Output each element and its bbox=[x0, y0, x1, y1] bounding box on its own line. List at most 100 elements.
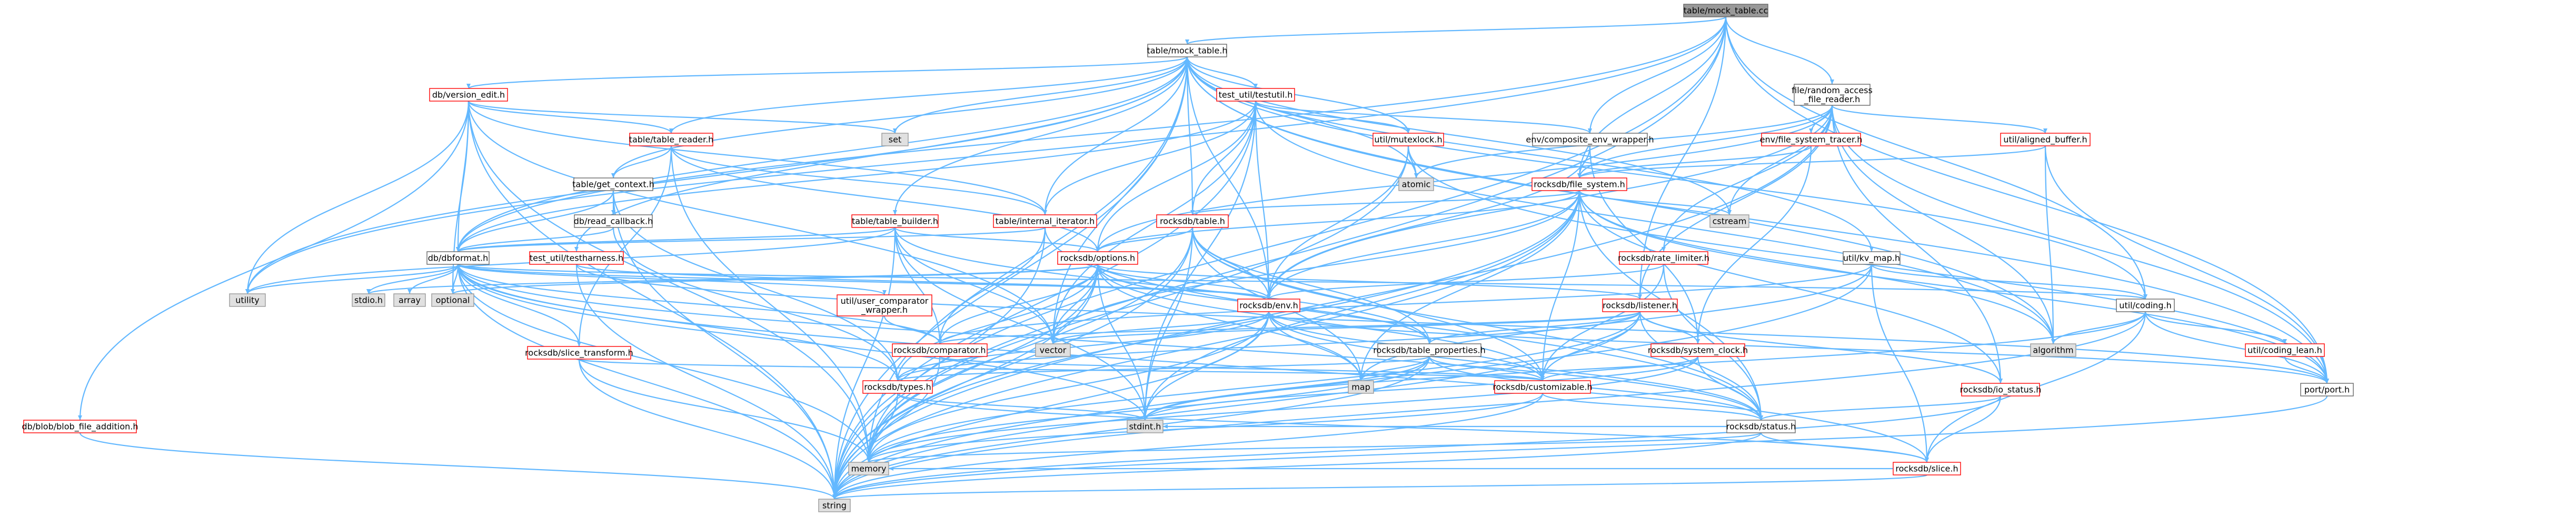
node-dbformat[interactable]: db/dbformat.h bbox=[426, 251, 490, 265]
node-label: port/port.h bbox=[2304, 385, 2350, 395]
node-box bbox=[1843, 251, 1901, 265]
node-read-callback[interactable]: db/read_callback.h bbox=[574, 214, 653, 228]
edge-listener-to-system_clock bbox=[1639, 311, 1700, 344]
node-stdio: stdio.h bbox=[352, 293, 385, 307]
node-status[interactable]: rocksdb/status.h bbox=[1726, 420, 1796, 433]
node-box bbox=[574, 214, 653, 228]
node-box bbox=[1726, 420, 1796, 433]
node-testharness[interactable]: test_util/testharness.h bbox=[529, 251, 624, 265]
node-version-edit[interactable]: db/version_edit.h bbox=[429, 88, 508, 102]
edge-rocksdb_options-to-string bbox=[832, 264, 1099, 500]
node-label: test_util/testutil.h bbox=[1219, 90, 1293, 101]
node-internal-iterator[interactable]: table/internal_iterator.h bbox=[993, 214, 1097, 228]
edge-fs_tracer-to-system_clock bbox=[1696, 145, 1812, 344]
node-system-clock[interactable]: rocksdb/system_clock.h bbox=[1648, 343, 1748, 357]
edge-customizable-to-status bbox=[1541, 393, 1763, 421]
edge-coding-to-port_h bbox=[2144, 311, 2329, 384]
node-blob-file-addition[interactable]: db/blob/blob_file_addition.h bbox=[22, 420, 138, 433]
edge-mock_table_h-to-dbformat bbox=[456, 56, 1188, 252]
node-coding[interactable]: util/coding.h bbox=[2116, 299, 2175, 312]
node-aligned-buffer[interactable]: util/aligned_buffer.h bbox=[2000, 133, 2091, 146]
node-box bbox=[1531, 177, 1627, 191]
edge-get_context-to-string bbox=[612, 190, 837, 500]
edge-read_callback-to-dbformat bbox=[456, 227, 614, 252]
node-box bbox=[1057, 251, 1138, 265]
node-label: table/get_context.h bbox=[572, 180, 654, 190]
edge-table_reader-to-rocksdb_options bbox=[670, 145, 1100, 252]
edge-version_edit-to-internal_iterator bbox=[468, 101, 1047, 215]
edge-mutexlock-to-memory bbox=[867, 145, 1409, 463]
node-box bbox=[2300, 383, 2354, 396]
node-label: _file_reader.h bbox=[1804, 94, 1861, 105]
edge-testutil-to-string bbox=[832, 101, 1257, 500]
edge-mock_table_h-to-internal_iterator bbox=[1043, 56, 1188, 215]
node-port-h[interactable]: port/port.h bbox=[2300, 383, 2354, 396]
node-testutil[interactable]: test_util/testutil.h bbox=[1216, 88, 1295, 102]
node-mock-table-h[interactable]: table/mock_table.h bbox=[1147, 44, 1228, 57]
node-rocksdb-comparator[interactable]: rocksdb/comparator.h bbox=[892, 343, 988, 357]
edge-rocksdb_env-to-map bbox=[1268, 311, 1363, 381]
node-rocksdb-slice[interactable]: rocksdb/slice.h bbox=[1893, 462, 1961, 475]
edge-file_system-to-rocksdb_table bbox=[1190, 190, 1580, 216]
node-box bbox=[1398, 177, 1434, 191]
edge-table_builder-to-rocksdb_comparator bbox=[894, 227, 942, 344]
node-env-wrapper[interactable]: env/composite_env_wrapper.h bbox=[1526, 133, 1654, 146]
edge-random_access-to-rate_limiter bbox=[1662, 105, 1833, 252]
node-label: util/mutexlock.h bbox=[1374, 135, 1442, 145]
node-label: rocksdb/system_clock.h bbox=[1648, 345, 1748, 356]
node-rate-limiter[interactable]: rocksdb/rate_limiter.h bbox=[1618, 251, 1709, 265]
edge-user_comparator-to-rocksdb_comparator bbox=[883, 315, 942, 344]
edge-rate_limiter-to-status bbox=[1663, 264, 1763, 421]
node-root[interactable]: table/mock_table.cc bbox=[1683, 4, 1768, 17]
edge-dbformat-to-slice_transform bbox=[457, 264, 581, 347]
node-box bbox=[851, 214, 939, 228]
edge-rocksdb_table-to-rocksdb_options bbox=[1096, 227, 1193, 252]
node-customizable[interactable]: rocksdb/customizable.h bbox=[1493, 380, 1593, 394]
node-box bbox=[1709, 214, 1749, 228]
edge-mutexlock-to-rocksdb_env bbox=[1267, 145, 1409, 300]
edge-slice_transform-to-string bbox=[578, 359, 837, 500]
node-fs-tracer[interactable]: env/file_system_tracer.h bbox=[1760, 133, 1863, 146]
node-slice-transform[interactable]: rocksdb/slice_transform.h bbox=[525, 346, 633, 360]
node-table-properties[interactable]: rocksdb/table_properties.h bbox=[1373, 343, 1486, 357]
edge-dbformat-to-memory bbox=[457, 264, 871, 463]
edge-rocksdb_env-to-vector bbox=[1051, 311, 1270, 344]
node-label: table/internal_iterator.h bbox=[996, 216, 1095, 227]
node-table-builder[interactable]: table/table_builder.h bbox=[851, 214, 939, 228]
node-rocksdb-types[interactable]: rocksdb/types.h bbox=[862, 380, 933, 394]
edge-system_clock-to-memory bbox=[867, 356, 1699, 463]
node-rocksdb-options[interactable]: rocksdb/options.h bbox=[1057, 251, 1138, 265]
node-user-comparator[interactable]: util/user_comparator_wrapper.h bbox=[837, 294, 932, 316]
node-file-system[interactable]: rocksdb/file_system.h bbox=[1531, 177, 1627, 191]
node-box bbox=[1147, 44, 1227, 57]
edge-dbformat-to-status bbox=[457, 264, 1763, 421]
edge-system_clock-to-customizable bbox=[1540, 356, 1699, 381]
node-label: stdint.h bbox=[1129, 422, 1161, 432]
edge-listener-to-rocksdb_comparator bbox=[938, 311, 1641, 345]
node-coding-lean[interactable]: util/coding_lean.h bbox=[2245, 343, 2325, 357]
node-kv-map[interactable]: util/kv_map.h bbox=[1843, 251, 1901, 265]
edge-root-to-listener bbox=[1638, 16, 1727, 300]
edge-table_properties-to-memory bbox=[867, 356, 1430, 463]
edge-table_builder-to-stdint bbox=[894, 227, 1147, 421]
edge-random_access-to-cstream bbox=[1727, 105, 1833, 215]
node-rocksdb-env[interactable]: rocksdb/env.h bbox=[1237, 299, 1300, 312]
edge-mock_table_h-to-mutexlock bbox=[1186, 56, 1410, 134]
node-box bbox=[529, 251, 624, 265]
node-box bbox=[352, 293, 385, 307]
node-stdint: stdint.h bbox=[1127, 420, 1163, 433]
node-box bbox=[1683, 4, 1768, 17]
node-rocksdb-table[interactable]: rocksdb/table.h bbox=[1156, 214, 1229, 228]
node-listener[interactable]: rocksdb/listener.h bbox=[1602, 299, 1678, 312]
node-random-access[interactable]: file/random_access_file_reader.h bbox=[1792, 84, 1873, 106]
edge-table_reader-to-internal_iterator bbox=[670, 145, 1047, 215]
node-box bbox=[1372, 133, 1444, 146]
node-get-context[interactable]: table/get_context.h bbox=[572, 177, 654, 191]
node-mutexlock[interactable]: util/mutexlock.h bbox=[1372, 133, 1444, 146]
node-label: env/file_system_tracer.h bbox=[1760, 135, 1863, 145]
node-table-reader[interactable]: table/table_reader.h bbox=[629, 133, 714, 146]
node-label: table/mock_table.h bbox=[1147, 46, 1227, 56]
node-label: rocksdb/comparator.h bbox=[893, 345, 986, 355]
edge-table_properties-to-map bbox=[1359, 356, 1430, 381]
node-io-status[interactable]: rocksdb/io_status.h bbox=[1960, 383, 2042, 396]
